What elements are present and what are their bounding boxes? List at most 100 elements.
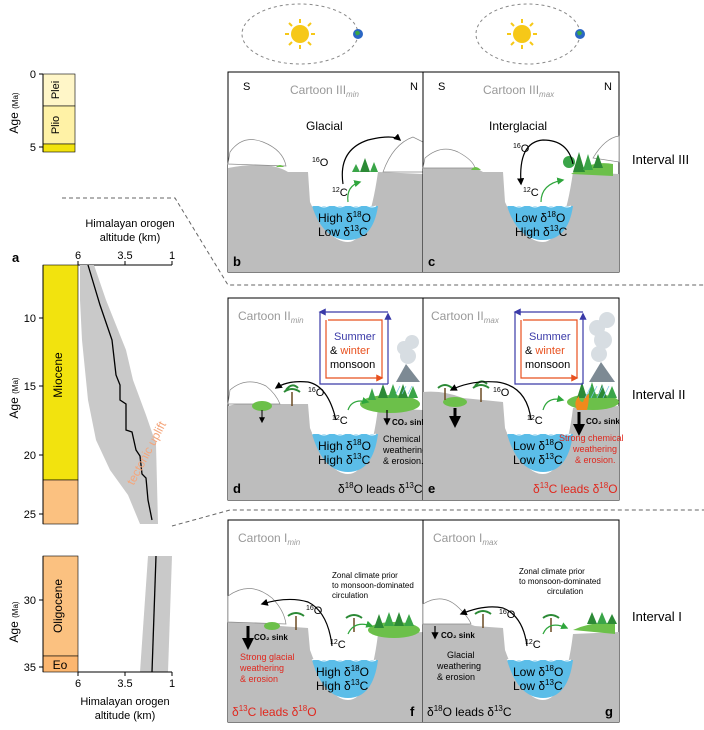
cartoon-panel-e: Summer & winter monsoon Cartoon IImax 16… — [422, 297, 624, 501]
lead-lag-label: δ18O leads δ13C — [427, 704, 512, 719]
earth-icon — [353, 29, 363, 39]
altitude-tick-1: 1 — [169, 678, 175, 690]
lake-isotope-line1: High δ18O — [316, 664, 369, 679]
sun-icon — [285, 19, 315, 49]
north-label: N — [604, 81, 612, 93]
o16-arrow — [260, 598, 333, 647]
c12-arrow — [347, 397, 370, 411]
lake-isotope-line1: Low δ18O — [513, 438, 563, 453]
zonal-climate-line2: to monsoon-dominated — [332, 581, 414, 590]
o16-arrow — [274, 381, 337, 421]
lake-isotope-line1: Low δ18O — [515, 210, 565, 225]
age-tick-35: 35 — [24, 662, 36, 674]
altitude-tick-3.5: 3.5 — [117, 678, 132, 690]
o16-arrow — [459, 606, 528, 647]
zonal-climate-line3: circulation — [547, 587, 583, 596]
co2-sink-label: CO₂ sink — [441, 631, 475, 640]
zonal-climate-line2: to monsoon-dominated — [519, 577, 601, 586]
lake-isotope-line2: Low δ13C — [513, 452, 563, 467]
uplift-uncertainty-band — [80, 265, 158, 524]
c12-arrow — [542, 622, 569, 635]
strat-column-pleistocene-pliocene: 0 5 Plei Plio Age (Ma) — [7, 69, 76, 154]
monsoon-label: monsoon — [525, 359, 570, 371]
lake-isotope-line2: High δ13C — [318, 452, 371, 467]
o16-arrow — [341, 133, 402, 185]
o16-label: 16O — [499, 609, 516, 621]
c12-label: 12C — [525, 639, 541, 651]
weathering-label-line1: Strong chemical — [559, 433, 624, 443]
o16-label: 16O — [312, 157, 329, 169]
weathering-label-line3: & erosion. — [383, 456, 424, 466]
altitude-tick-1: 1 — [169, 250, 175, 262]
palm-tree-icon — [287, 612, 363, 632]
interval-ii-label: Interval II — [632, 387, 685, 402]
epoch-label-oligocene: Oligocene — [51, 579, 65, 633]
cartoon-title: Cartoon IImax — [431, 309, 500, 325]
age-tick-5: 5 — [30, 142, 36, 154]
monsoon-label: monsoon — [330, 359, 375, 371]
cartoon-panel-c: S N Cartoon IIImax Interglacial 16O 12C … — [422, 71, 620, 273]
lake-isotope-line1: High δ18O — [318, 438, 371, 453]
monsoon-summer-label: Summer — [529, 331, 571, 343]
monsoon-summer-label: Summer — [334, 331, 376, 343]
weathering-label-line3: & erosion — [240, 674, 278, 684]
panel-letter-d: d — [233, 481, 241, 496]
altitude-axis-label-line2: altitude (km) — [100, 232, 161, 244]
o16-label: 16O — [493, 387, 510, 399]
epoch-box-oligocene — [42, 555, 79, 657]
age-tick-20: 20 — [24, 450, 36, 462]
panel-letter-g: g — [605, 704, 613, 719]
climate-label: Interglacial — [489, 119, 547, 133]
zonal-climate-line3: circulation — [332, 591, 368, 600]
tree-icon — [374, 612, 414, 628]
uplift-curve — [87, 264, 153, 521]
tree-icon — [352, 158, 378, 172]
north-label: N — [410, 81, 418, 93]
age-axis-label: Age (Ma) — [7, 377, 21, 418]
o16-label: 16O — [308, 387, 325, 399]
lead-lag-label: δ13C leads δ18O — [533, 481, 618, 496]
co2-sink-label: CO₂ sink — [392, 418, 426, 427]
weathering-label-line3: & erosion. — [575, 455, 616, 465]
zonal-climate-line1: Zonal climate prior — [332, 571, 398, 580]
monsoon-diagram: Summer & winter monsoon — [318, 308, 420, 395]
age-tick-10: 10 — [24, 313, 36, 325]
monsoon-winter-label: & winter — [525, 345, 565, 357]
age-tick-30: 30 — [24, 595, 36, 607]
sun-icon — [507, 19, 537, 49]
lake-isotope-line2: Low δ13C — [513, 678, 563, 693]
weathering-label-line1: Chemical — [383, 434, 421, 444]
c12-label: 12C — [332, 187, 348, 199]
uplift-curve-oligocene — [151, 555, 157, 673]
cartoon-title: Cartoon IImin — [238, 309, 304, 325]
weathering-label-line2: weathering — [572, 444, 617, 454]
weathering-label-line1: Glacial — [447, 650, 475, 660]
orbit-max — [475, 3, 585, 65]
weathering-label-line2: weathering — [436, 661, 481, 671]
o16-label: 16O — [306, 605, 323, 617]
cartoon-panel-b: S N Cartoon IIImin Glacial 16O 12C High … — [227, 71, 424, 273]
c12-label: 12C — [523, 187, 539, 199]
panel-letter-e: e — [428, 481, 435, 496]
lead-lag-label: δ13C leads δ18O — [232, 704, 317, 719]
cloud-icon — [396, 335, 420, 382]
orbit-min — [241, 3, 363, 65]
epoch-label-miocene: Miocene — [51, 352, 65, 398]
altitude-axis-label-line1: Himalayan orogen — [80, 696, 169, 708]
climate-label: Glacial — [306, 119, 343, 133]
epoch-label-plei: Plei — [50, 81, 62, 99]
c12-label: 12C — [330, 639, 346, 651]
zonal-climate-line1: Zonal climate prior — [519, 567, 585, 576]
o16-label: 16O — [513, 143, 530, 155]
weathering-label-line2: weathering — [239, 663, 284, 673]
age-tick-15: 15 — [24, 381, 36, 393]
fire-icon — [575, 394, 589, 410]
epoch-label-plio: Plio — [50, 116, 62, 134]
cloud-icon — [589, 312, 615, 382]
cartoon-panel-f: Cartoon Imin Zonal climate prior to mons… — [227, 519, 424, 723]
c12-arrow — [347, 620, 374, 635]
c12-arrow — [540, 177, 565, 203]
epoch-box-oligocene-top — [42, 479, 79, 525]
interval-iii-label: Interval III — [632, 152, 689, 167]
